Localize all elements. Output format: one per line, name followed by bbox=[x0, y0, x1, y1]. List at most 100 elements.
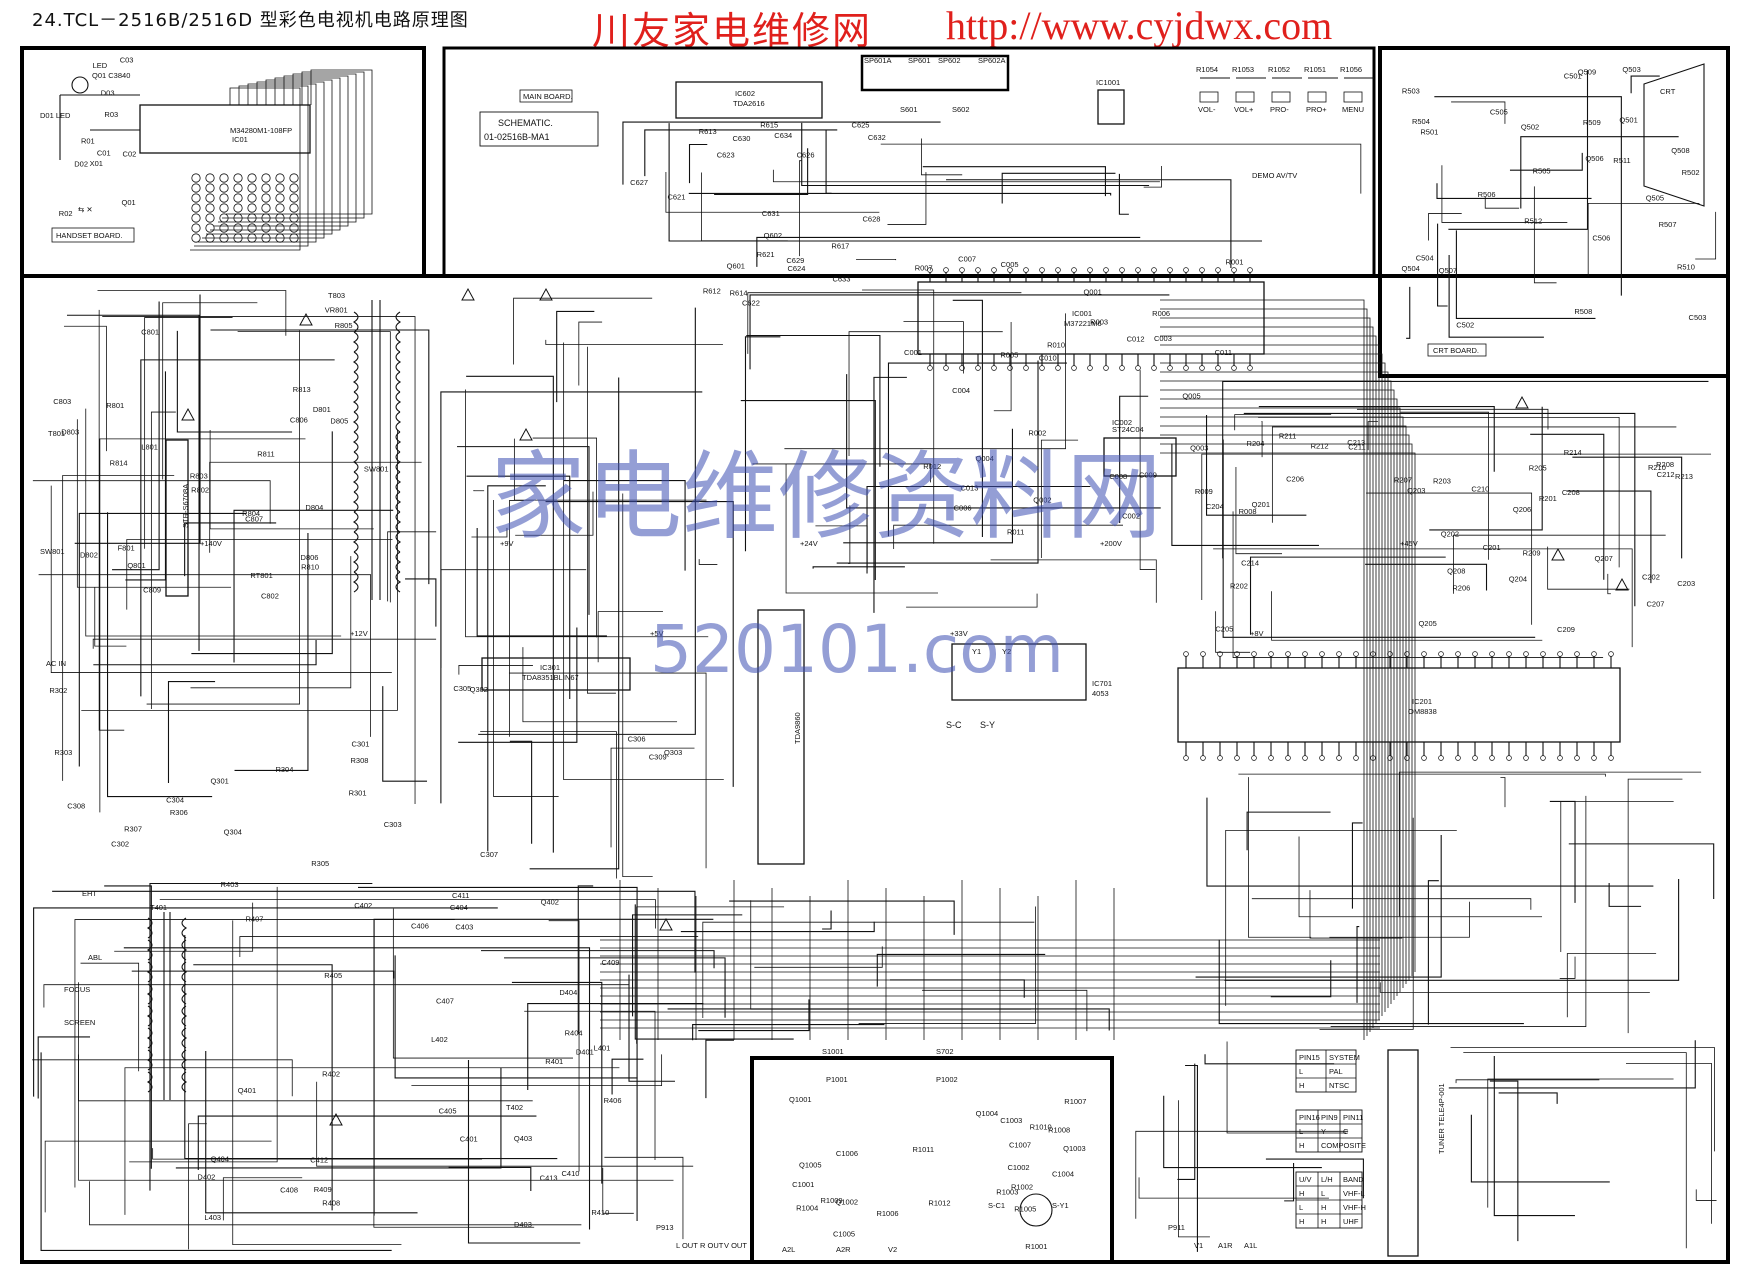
component-label: C007 bbox=[958, 255, 976, 264]
component-label: C201 bbox=[1483, 543, 1501, 552]
supply-label: +45V bbox=[1400, 539, 1418, 548]
pin bbox=[1285, 651, 1291, 657]
wiring-network bbox=[32, 70, 1717, 1252]
power-supply: STR-S6708A T803 T801 AC IN SW801 bbox=[40, 291, 402, 668]
svg-text:V1: V1 bbox=[1194, 1241, 1203, 1250]
component-label: D805 bbox=[330, 416, 348, 425]
component-label: R1007 bbox=[1064, 1097, 1086, 1106]
component-label: Q507 bbox=[1439, 266, 1457, 275]
pin bbox=[1557, 755, 1563, 761]
key-contact bbox=[261, 183, 271, 193]
component-label: C206 bbox=[1286, 475, 1304, 484]
component-label: R508 bbox=[1574, 307, 1592, 316]
pin bbox=[1591, 755, 1597, 761]
key-switch bbox=[1307, 91, 1327, 103]
warning-icon bbox=[181, 407, 195, 421]
key-contact bbox=[233, 183, 243, 193]
svg-text:SP601A: SP601A bbox=[864, 56, 892, 65]
pin bbox=[1557, 651, 1563, 657]
ic01-chip bbox=[139, 104, 311, 154]
component-label: Q002 bbox=[1033, 495, 1051, 504]
pin bbox=[1523, 651, 1529, 657]
component-label: C008 bbox=[1109, 472, 1127, 481]
svg-text:SP602A: SP602A bbox=[978, 56, 1006, 65]
pin bbox=[1336, 755, 1342, 761]
supply-label: +140V bbox=[200, 539, 222, 548]
component-label: C004 bbox=[952, 386, 970, 395]
component-label: C010 bbox=[1039, 354, 1057, 363]
component-label: C013 bbox=[960, 483, 978, 492]
component-label: R201 bbox=[1539, 494, 1557, 503]
component-label: C401 bbox=[460, 1135, 478, 1144]
key-label: MENU bbox=[1342, 105, 1364, 114]
component-label: L801 bbox=[141, 443, 158, 452]
coil bbox=[352, 351, 359, 373]
p1002-label: P1002 bbox=[936, 1075, 958, 1084]
handset-wires bbox=[59, 69, 373, 251]
s1001-label: S1001 bbox=[822, 1047, 844, 1056]
pin bbox=[1574, 755, 1580, 761]
key-contact bbox=[261, 173, 271, 183]
coil bbox=[352, 491, 359, 513]
coil bbox=[395, 331, 402, 353]
key-resistor: R1056 bbox=[1340, 65, 1362, 74]
key-contact bbox=[219, 183, 229, 193]
key-contact bbox=[261, 193, 271, 203]
component-label: D806 bbox=[301, 553, 319, 562]
s-video-socket-icon bbox=[1019, 1193, 1053, 1227]
page-title: 24.TCL－2516B/2516D 型彩色电视机电路原理图 bbox=[32, 10, 469, 31]
pin bbox=[1231, 267, 1237, 273]
component-label: R801 bbox=[106, 401, 124, 410]
supply-label: +9V bbox=[500, 539, 514, 548]
warning-icon bbox=[539, 287, 553, 301]
component-label: C628 bbox=[862, 215, 880, 224]
tda9860-label: TDA9860 bbox=[793, 712, 802, 744]
component-label: X01 bbox=[90, 159, 103, 168]
warning-icon bbox=[299, 312, 313, 326]
component-label: C408 bbox=[280, 1185, 298, 1194]
component-label: Q301 bbox=[210, 776, 228, 785]
pin bbox=[1523, 755, 1529, 761]
pin bbox=[1540, 755, 1546, 761]
table-cell: H bbox=[1321, 1217, 1326, 1226]
component-label: R810 bbox=[301, 562, 319, 571]
warning-icon bbox=[329, 1112, 343, 1126]
component-label: C304 bbox=[166, 796, 184, 805]
key-contact bbox=[205, 223, 215, 233]
component-label: C009 bbox=[1139, 470, 1157, 479]
component-label: Q402 bbox=[541, 898, 559, 907]
component-label: R403 bbox=[221, 880, 239, 889]
pin bbox=[975, 365, 981, 371]
component-label: R001 bbox=[1226, 258, 1244, 267]
component-label: R214 bbox=[1564, 448, 1582, 457]
key-contact bbox=[247, 203, 257, 213]
demo-label: DEMO AV/TV bbox=[1252, 171, 1297, 180]
component-label: D801 bbox=[313, 405, 331, 414]
component-label: Q303 bbox=[664, 748, 682, 757]
pin bbox=[1455, 755, 1461, 761]
svg-text:SP601: SP601 bbox=[908, 56, 931, 65]
component-label: C305 bbox=[453, 684, 471, 693]
key-matrix bbox=[191, 173, 299, 243]
ic301-label: TDA8351BLIN67 bbox=[522, 673, 579, 682]
pin bbox=[1353, 755, 1359, 761]
component-label: Q601 bbox=[727, 261, 745, 270]
component-label: C308 bbox=[67, 801, 85, 810]
table-cell: U/V bbox=[1299, 1175, 1312, 1184]
coil bbox=[181, 961, 188, 983]
component-label: C802 bbox=[261, 591, 279, 600]
table-cell: COMPOSITE bbox=[1321, 1141, 1366, 1150]
key-contact bbox=[261, 203, 271, 213]
coil bbox=[181, 983, 188, 1005]
component-label: R205 bbox=[1529, 463, 1547, 472]
component-label: R613 bbox=[699, 127, 717, 136]
component-label: R404 bbox=[565, 1029, 583, 1038]
table-cell: BAND bbox=[1343, 1175, 1364, 1184]
key-contact bbox=[233, 173, 243, 183]
component-label: C1002 bbox=[1007, 1163, 1029, 1172]
component-label: R011 bbox=[1007, 527, 1024, 536]
component-label: C309 bbox=[649, 753, 667, 762]
component-label: C307 bbox=[480, 850, 498, 859]
table-cell: PIN9 bbox=[1321, 1113, 1338, 1122]
